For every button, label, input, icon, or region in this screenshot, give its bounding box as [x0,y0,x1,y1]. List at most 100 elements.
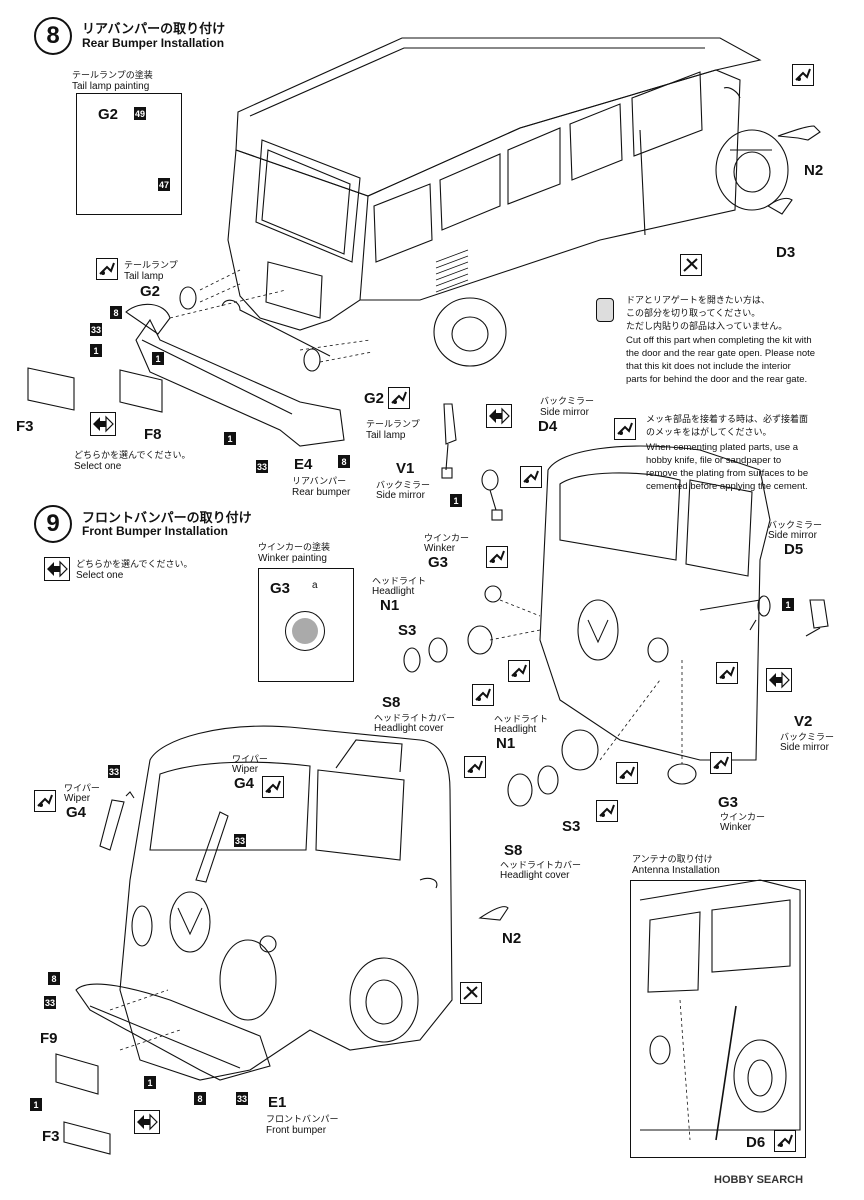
select-one-icon [90,412,116,436]
tail-painting-jp: テールランプの塗装 [72,71,153,81]
cement-icon [388,387,410,409]
winker-en: Winker [424,543,456,554]
color-number-1: 1 [90,344,102,357]
color-number-47: 47 [158,178,170,191]
cement-icon [520,466,542,488]
front-bumper-jp: フロントバンパー [266,1115,339,1125]
color-number-33: 33 [44,996,56,1009]
part-v2: V2 [794,713,813,730]
wiper2-jp: ワイパー [232,755,268,765]
watermark: HOBBY SEARCH [714,1174,804,1186]
part-n1-top: N1 [380,597,400,614]
part-f3-bot: F3 [42,1128,60,1145]
wiper-jp: ワイパー [64,784,100,794]
part-d5: D5 [784,541,804,558]
select-one-icon [134,1110,160,1134]
select-one-icon [44,557,70,581]
cement-icon [792,64,814,86]
part-n2-bot: N2 [502,930,522,947]
color-number-1: 1 [224,432,236,445]
door-note-jp: ドアとリアゲートを開きたい方は、 この部分を切り取ってください。 ただし内貼りの… [626,295,787,334]
plated-note-en-line: When cementing plated parts, use a [646,442,799,453]
tail-lamp2-en: Tail lamp [366,430,406,441]
plated-note-en-line: cemented before applying the cement. [646,481,808,492]
tail-lamp2-jp: テールランプ [366,420,420,430]
cut-icon [680,254,702,276]
cut-icon [460,982,482,1004]
winker-disc [285,611,325,651]
side-mirror-v1-drawing [441,403,503,521]
door-note-en: Cut off this part when completing the ki… [626,334,815,386]
tail-painting-en: Tail lamp painting [72,81,150,92]
color-number-33: 33 [256,460,268,473]
step-8-number: 8 [34,17,72,55]
mirror2-jp: バックミラー [376,481,431,491]
rear-bumper-en: Rear bumper [292,487,351,498]
color-number-1: 1 [782,598,794,611]
plated-note-en-line: remove the plating from surfaces to be [646,468,809,479]
winker-box-part: G3 [270,580,291,597]
step-8-title-en: Rear Bumper Installation [82,36,225,50]
part-s3-bot: S3 [562,818,581,835]
cement-icon [96,258,118,280]
color-number-1: 1 [144,1076,156,1089]
step-9-title-en: Front Bumper Installation [82,524,229,538]
cement-icon [34,790,56,812]
winker-fill [292,618,318,644]
door-note-jp-line: この部分を切り取ってください。 [626,309,761,319]
hl-cover2-jp: ヘッドライトカバー [500,861,582,871]
part-d3: D3 [776,244,796,261]
part-f3: F3 [16,418,34,435]
part-s8-bot: S8 [504,842,523,859]
part-e1: E1 [268,1094,287,1111]
cement-icon [774,1130,796,1152]
color-number-33: 33 [234,834,246,847]
part-v1: V1 [396,460,415,477]
tail-lamp-painting-box [76,93,182,215]
color-number-33: 33 [236,1092,248,1105]
mirror2-en: Side mirror [376,490,425,501]
color-number-33: 33 [90,323,102,336]
mirror-v2-en: Side mirror [780,742,829,753]
part-n2-top: N2 [804,162,824,179]
part-d6: D6 [746,1134,766,1151]
winker-color-a: a [312,580,318,591]
winker-painting-en: Winker painting [258,553,327,564]
antenna-en: Antenna Installation [632,865,720,876]
door-note-en-line: Cut off this part when completing the ki… [626,335,812,346]
mirror-d5-en: Side mirror [768,530,817,541]
cut-part-icon [596,298,614,322]
cement-icon [716,662,738,684]
mirror-d5-jp: バックミラー [768,521,823,531]
headlight-en: Headlight [372,586,415,597]
step-9-title-jp: フロントバンパーの取り付け [82,511,252,526]
select-one-en-9: Select one [76,570,124,581]
mirror-jp: バックミラー [540,397,595,407]
part-s3-top: S3 [398,622,417,639]
cement-icon [508,660,530,682]
select-one-en: Select one [74,461,122,472]
plated-note-jp: メッキ部品を接着する時は、必ず接着面 のメッキをはがしてください。 [646,414,808,440]
part-s8-top: S8 [382,694,401,711]
wiper2-en: Wiper [232,764,259,775]
part-f8: F8 [144,426,162,443]
select-one-jp: どちらかを選んでください。 [74,451,191,461]
winker-painting-jp: ウインカーの塗装 [258,543,331,553]
cement-icon [472,684,494,706]
cement-icon [464,756,486,778]
winker2-en: Winker [720,822,752,833]
part-g3-bot: G3 [718,794,739,811]
mirror-en: Side mirror [540,407,589,418]
step-9-number: 9 [34,505,72,543]
part-g2-right: G2 [364,390,385,407]
door-note-jp-line: ただし内貼りの部品は入っていません。 [626,322,788,332]
winker-painting-box [258,568,354,682]
color-number-49: 49 [134,107,146,120]
wiper-en: Wiper [64,793,91,804]
part-g4-mid: G4 [234,775,255,792]
headlight-jp: ヘッドライト [372,577,427,587]
door-note-jp-line: ドアとリアゲートを開きたい方は、 [626,296,770,306]
headlight2-en: Headlight [494,724,537,735]
cement-icon [616,762,638,784]
